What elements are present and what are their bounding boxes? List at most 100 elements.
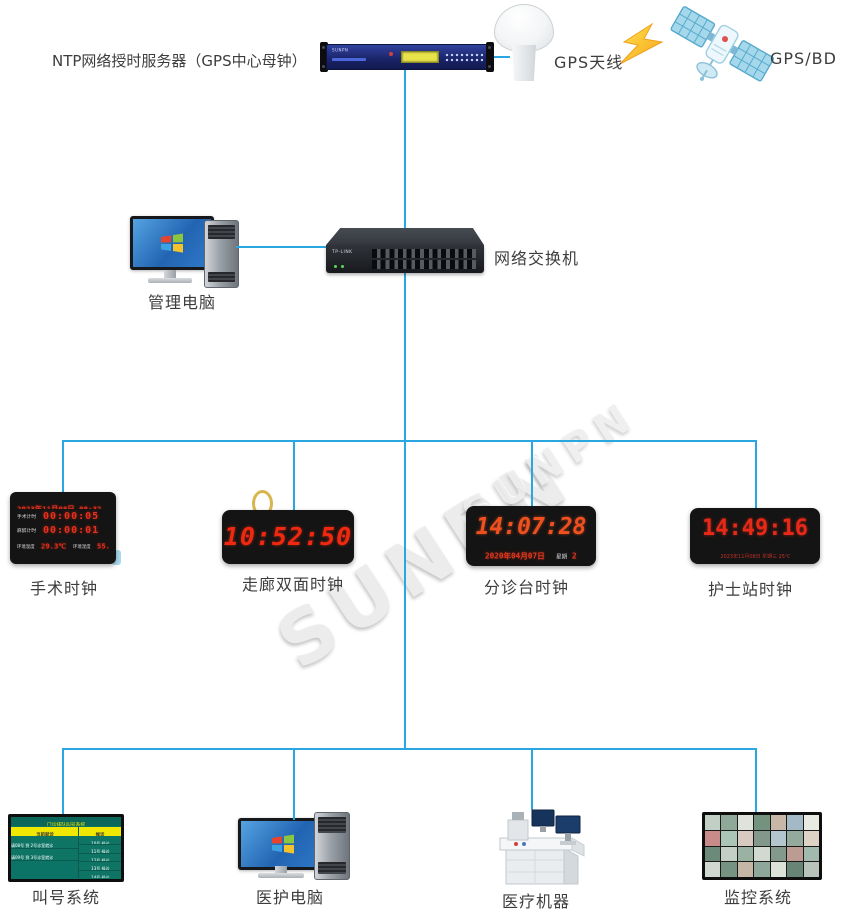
queue-row: 11号 候诊 xyxy=(90,849,110,853)
monitor-neck xyxy=(275,866,287,873)
rack-ear xyxy=(486,42,494,72)
surgery-hum-value: 55.8% xyxy=(96,543,109,550)
camera-feed-cell xyxy=(770,830,787,846)
corridor-clock-label: 走廊双面时钟 xyxy=(242,575,345,594)
medical-machine xyxy=(486,796,596,890)
queue-row: 13号 候诊 xyxy=(90,866,110,870)
monitor-wall-label: 监控系统 xyxy=(724,888,793,907)
drop-monitor-wall xyxy=(755,748,757,814)
surgery-clock-bracket xyxy=(112,550,121,565)
network-switch-label: 网络交换机 xyxy=(494,249,580,268)
drop-triage-clock xyxy=(531,440,533,508)
line-server-to-antenna xyxy=(490,56,510,58)
surgery-timer2-label: 麻醉计时 xyxy=(17,527,37,533)
camera-feed-cell xyxy=(705,862,721,877)
rack-ear xyxy=(320,42,328,72)
surgery-clock-datetime: 2023年11月08日 08:32 xyxy=(17,503,101,509)
camera-feed-cell xyxy=(770,862,787,877)
camera-feed-cell xyxy=(803,830,819,846)
queue-row: 10号 候诊 xyxy=(90,841,110,845)
satellite-icon xyxy=(666,0,776,92)
camera-feed-cell xyxy=(754,815,770,830)
antenna-stem xyxy=(512,45,536,81)
antenna-dome xyxy=(494,4,554,52)
camera-feed-cell xyxy=(787,862,803,877)
line-pc-to-switch xyxy=(236,246,332,248)
pc-tower xyxy=(314,812,350,880)
surgery-clock: 2023年11月08日 08:32 手术计时 00:00:05 麻醉计时 00:… xyxy=(10,492,116,564)
medical-machine-label: 医疗机器 xyxy=(502,892,571,911)
camera-feed-cell xyxy=(721,846,737,862)
queue-row: 14号 候诊 xyxy=(90,875,110,879)
surgery-temp-value: 29.3℃ xyxy=(41,543,67,550)
drop-nurse-clock xyxy=(755,440,757,510)
medical-pc-label: 医护电脑 xyxy=(256,888,325,907)
camera-feed-cell xyxy=(721,862,737,877)
monitor-screen xyxy=(133,219,211,267)
camera-feed-cell xyxy=(803,815,819,830)
bus-line-clocks xyxy=(62,440,757,442)
surgery-hum-label: 环境湿度 xyxy=(72,544,91,549)
gps-antenna xyxy=(494,4,554,81)
server-front-panel: SUNPN xyxy=(326,44,488,70)
camera-feed-cell xyxy=(737,830,754,846)
switch-front-face: TP-LINK xyxy=(326,245,484,273)
switch-top-face xyxy=(326,228,484,245)
network-switch: TP-LINK xyxy=(326,228,484,273)
corridor-clock: 10:52:50 xyxy=(222,510,354,564)
monitor-screen xyxy=(241,821,325,867)
queue-right-header: 候诊 xyxy=(95,832,105,836)
queue-screen-title: 门诊排队叫号系统 xyxy=(46,821,86,826)
monitor-base xyxy=(148,278,192,283)
triage-clock-label: 分诊台时钟 xyxy=(484,578,570,597)
camera-feed-cell xyxy=(737,862,754,877)
ntp-server: SUNPN xyxy=(320,42,494,72)
drop-corridor-clock xyxy=(293,440,295,514)
camera-feed-cell xyxy=(803,862,819,877)
surgery-timer1-label: 手术计时 xyxy=(17,513,37,519)
queue-row: 12号 候诊 xyxy=(90,858,110,862)
camera-feed-cell xyxy=(770,815,787,830)
triage-clock: 14:07:28 2020年04月07日 星期 2 xyxy=(466,506,596,566)
queue-row: 请09号 到 3号诊室就诊 xyxy=(11,855,54,860)
nurse-clock-label: 护士站时钟 xyxy=(708,580,794,599)
drop-medical-pc xyxy=(293,748,295,820)
line-server-to-switch xyxy=(404,70,406,234)
triage-clock-date: 2020年04月07日 xyxy=(485,552,545,562)
switch-ports-row xyxy=(372,249,476,258)
line-bus1-to-bus2 xyxy=(404,440,406,750)
monitor xyxy=(238,818,328,870)
queue-waiting-column: 10号 候诊 11号 候诊 12号 候诊 13号 候诊 14号 候诊 xyxy=(79,837,121,879)
drop-medical-machine xyxy=(531,748,533,810)
camera-feed-cell xyxy=(754,830,770,846)
camera-feed-cell xyxy=(754,846,770,862)
surgery-timer1-value: 00:00:05 xyxy=(43,510,100,522)
monitor-wall-screen xyxy=(702,812,822,880)
camera-feed-cell xyxy=(705,846,721,862)
server-lcd-display xyxy=(401,51,439,63)
monitor xyxy=(130,216,214,270)
surgery-clock-label: 手术时钟 xyxy=(30,579,99,598)
lightning-icon xyxy=(616,22,670,68)
windows-logo-icon xyxy=(272,834,294,854)
gps-antenna-label: GPS天线 xyxy=(554,53,624,72)
queue-system-screen: 门诊排队叫号系统 当前就诊 候诊 请08号 到 2号诊室就诊 请09号 到 3号… xyxy=(8,814,124,882)
satellite-label: GPS/BD xyxy=(770,49,837,68)
switch-brand: TP-LINK xyxy=(332,249,353,254)
monitor-base xyxy=(258,873,304,878)
camera-feed-cell xyxy=(787,815,803,830)
triage-clock-time: 14:07:28 xyxy=(475,514,587,540)
queue-row: 请08号 到 2号诊室就诊 xyxy=(11,843,54,848)
server-strip xyxy=(332,58,366,61)
camera-feed-cell xyxy=(705,815,721,830)
management-pc-label: 管理电脑 xyxy=(148,293,217,312)
switch-status-led xyxy=(334,265,337,268)
switch-ports-row xyxy=(372,260,476,269)
camera-feed-cell xyxy=(787,846,803,862)
queue-left-header: 当前就诊 xyxy=(35,832,54,836)
line-switch-to-bus1 xyxy=(404,272,406,442)
camera-feed-cell xyxy=(803,846,819,862)
camera-feed-cell xyxy=(737,846,754,862)
camera-feed-cell xyxy=(787,830,803,846)
